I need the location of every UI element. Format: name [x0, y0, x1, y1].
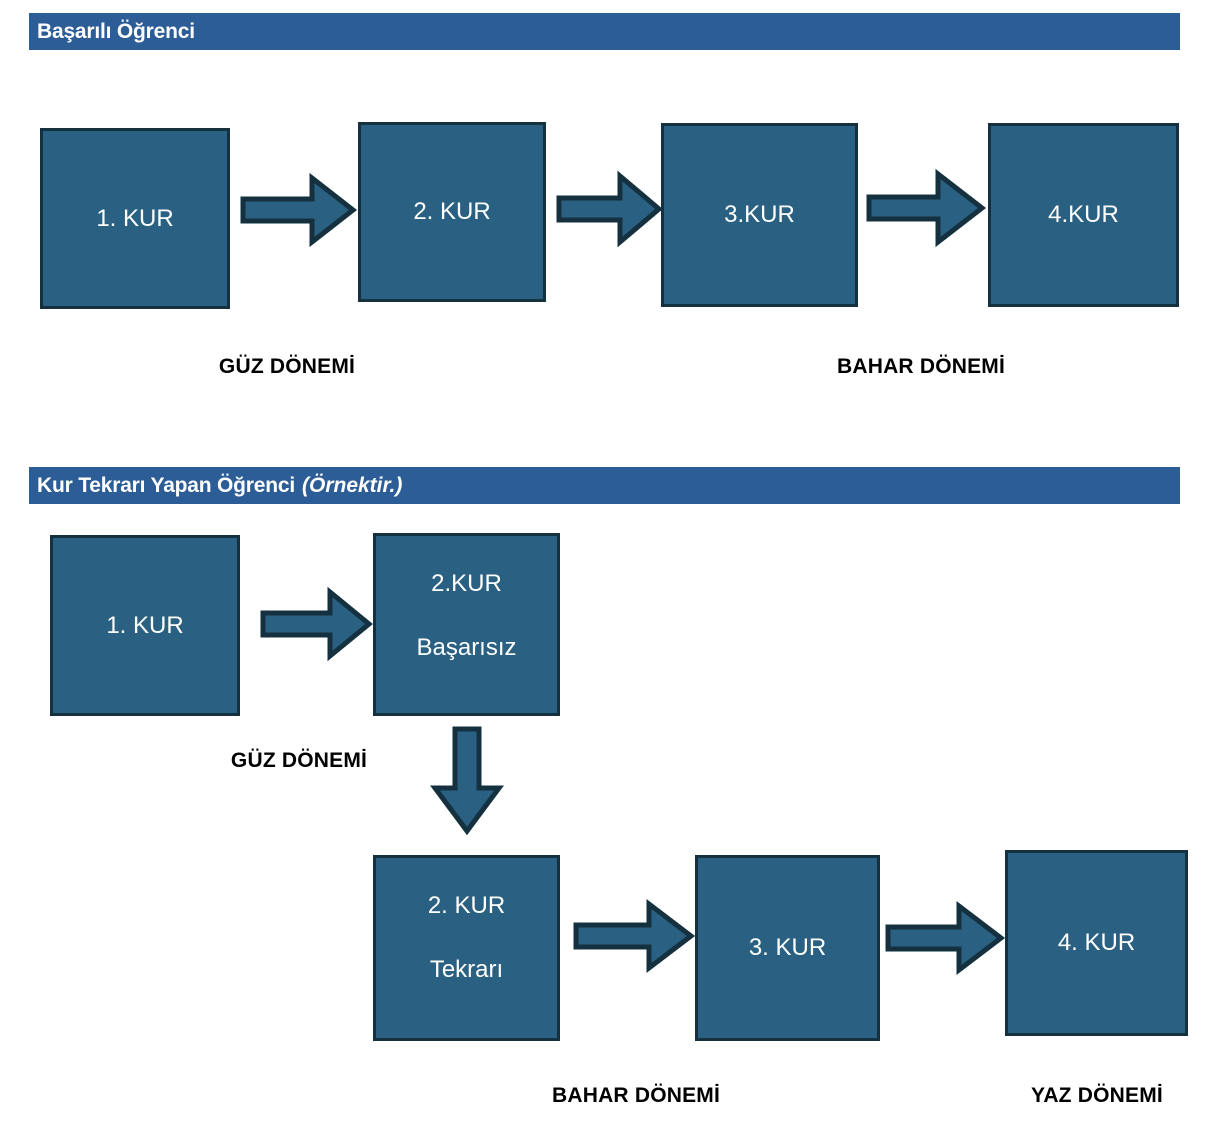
- box-label-line2: Başarısız: [416, 633, 517, 661]
- box-label-line1: 1. KUR: [106, 611, 184, 639]
- box-label-line1: 3. KUR: [748, 934, 827, 962]
- arrow-right-icon: [240, 172, 358, 248]
- process-box-kur-2-tekrari: 2. KUR Tekrarı: [373, 855, 560, 1041]
- box-label-line1: 2.KUR: [431, 570, 502, 597]
- arrow-right-kur2-to-kur3: [556, 170, 663, 248]
- arrow-right-icon: [573, 898, 696, 974]
- term-label-guz-donemi-basarili: GÜZ DÖNEMİ: [218, 355, 356, 378]
- box-label-line2: Tekrarı: [429, 955, 504, 983]
- term-label-guz-donemi-tekrar: GÜZ DÖNEMİ: [230, 749, 368, 772]
- arrow-right-icon: [885, 900, 1006, 976]
- term-label-bahar-donemi-basarili: BAHAR DÖNEMİ: [836, 355, 1006, 378]
- box-label-line1: 1. KUR: [96, 204, 174, 232]
- arrow-right-icon: [556, 170, 663, 248]
- arrow-right-kur3-to-kur4: [866, 168, 987, 248]
- arrow-right-kur2-tekrari-to-kur3: [573, 898, 696, 974]
- box-label-line1: 4. KUR: [1057, 929, 1136, 957]
- arrow-right-kur3-to-kur4-tekrar: [885, 900, 1006, 976]
- process-box-kur-1-basarili: 1. KUR: [40, 128, 230, 309]
- arrow-right-kur1-to-kur2: [240, 172, 358, 248]
- section-header-kur-tekrari-yapan-ogrenci: Kur Tekrarı Yapan Öğrenci (Örnektir.): [29, 467, 1180, 504]
- arrow-right-kur1-to-kur2-basarisiz: [260, 586, 373, 662]
- process-box-kur-3-basarili: 3.KUR: [661, 123, 858, 307]
- process-box-kur-2-basarisiz: 2.KUR Başarısız: [373, 533, 560, 716]
- section-header-title: Başarılı Öğrenci: [37, 20, 195, 43]
- arrow-down-icon: [430, 726, 504, 836]
- arrow-down-kur2-basarisiz-to-kur2-tekrari: [430, 726, 504, 836]
- process-box-kur-4-basarili: 4.KUR: [988, 123, 1179, 307]
- box-label-line1: 4.KUR: [1048, 201, 1119, 229]
- process-box-kur-3-tekrar: 3. KUR: [695, 855, 880, 1041]
- section-header-title: Kur Tekrarı Yapan Öğrenci: [37, 474, 295, 497]
- section-header-note: (Örnektir.): [302, 474, 403, 497]
- arrow-right-icon: [260, 586, 373, 662]
- process-box-kur-2-basarili: 2. KUR: [358, 122, 546, 302]
- process-box-kur-4-tekrar: 4. KUR: [1005, 850, 1188, 1036]
- process-box-kur-1-tekrar: 1. KUR: [50, 535, 240, 716]
- box-label-line1: 2. KUR: [427, 892, 506, 919]
- box-label-line1: 2. KUR: [413, 198, 491, 226]
- term-label-bahar-donemi-tekrar: BAHAR DÖNEMİ: [551, 1084, 721, 1107]
- term-label-yaz-donemi: YAZ DÖNEMİ: [1031, 1084, 1163, 1107]
- box-label-line1: 3.KUR: [724, 201, 795, 229]
- arrow-right-icon: [866, 168, 987, 248]
- section-header-basarili-ogrenci: Başarılı Öğrenci: [29, 13, 1180, 50]
